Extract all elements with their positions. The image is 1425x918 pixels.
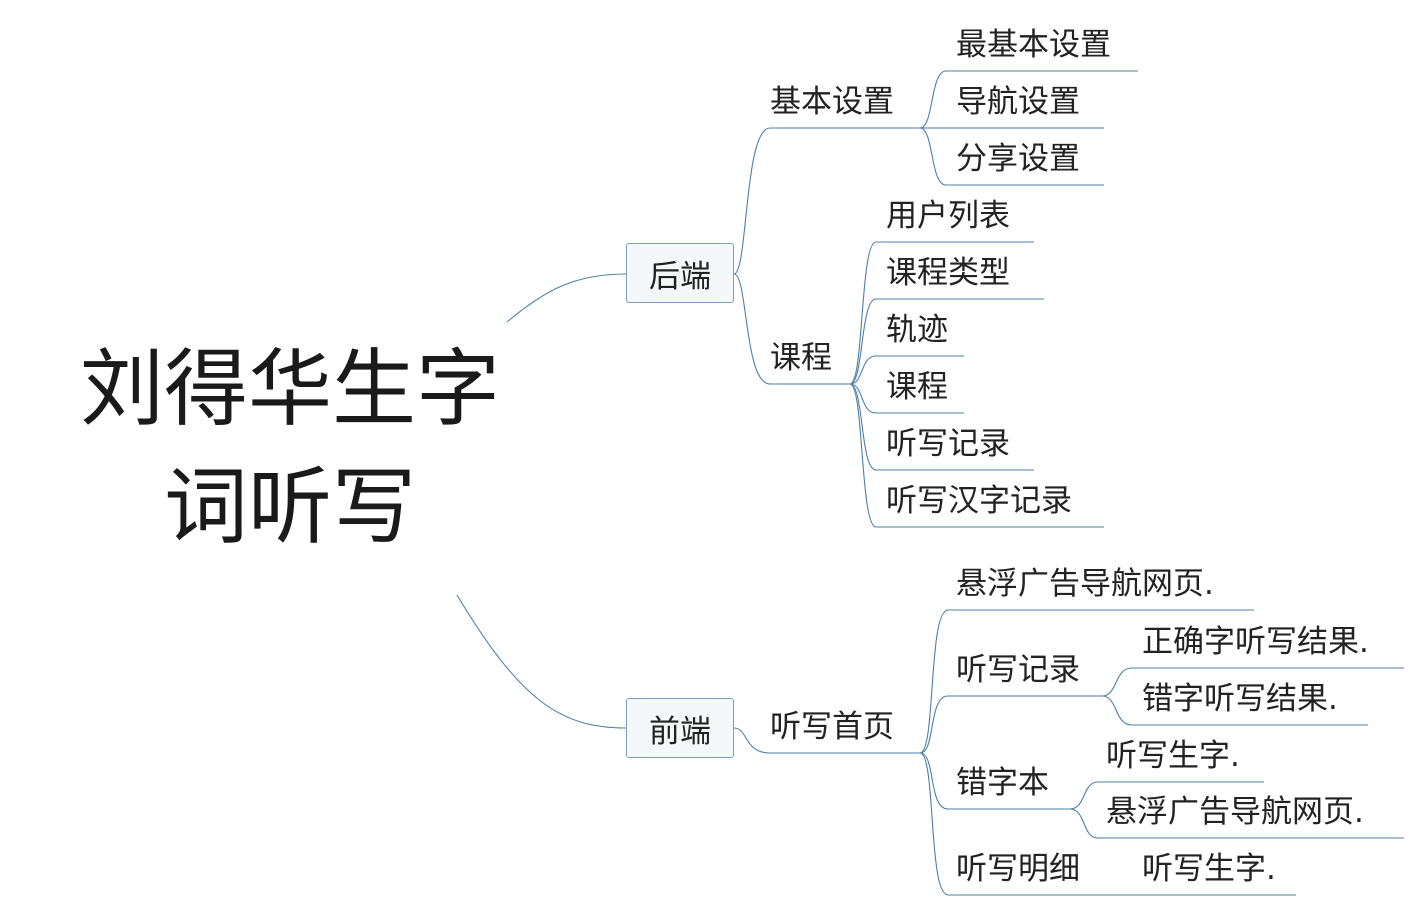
topic-basic-item[interactable]: 导航设置 <box>956 84 1080 120</box>
topic-basic-settings[interactable]: 基本设置 <box>770 84 894 120</box>
topic-course-item[interactable]: 课程类型 <box>886 255 1010 291</box>
link-wrongbook-item-1 <box>1069 781 1264 810</box>
topic-dictation-records[interactable]: 听写记录 <box>956 652 1080 688</box>
topic-dictation-home[interactable]: 听写首页 <box>770 709 894 745</box>
link-home-records <box>919 695 1102 754</box>
link-course-item-1 <box>849 241 1034 385</box>
link-home-wrongbook <box>919 752 1070 810</box>
link-root-backend <box>506 273 627 323</box>
link-records-item-2 <box>1101 695 1368 726</box>
link-course-item-3 <box>849 355 964 385</box>
topic-course-item[interactable]: 用户列表 <box>886 198 1010 234</box>
link-backend-course <box>733 273 850 385</box>
link-home-ad <box>919 609 1254 754</box>
link-basic-item-3 <box>919 127 1104 186</box>
branch-backend[interactable]: 后端 <box>626 243 734 303</box>
link-course-item-2 <box>849 298 1044 385</box>
link-records-item-1 <box>1101 667 1404 697</box>
topic-floating-ad[interactable]: 悬浮广告导航网页. <box>956 566 1214 602</box>
topic-detail-item[interactable]: 听写生字. <box>1142 851 1276 887</box>
link-course-item-4 <box>849 383 964 414</box>
link-frontend-home <box>733 727 920 754</box>
link-home-detail <box>919 752 1104 896</box>
topic-course-item[interactable]: 听写记录 <box>886 426 1010 462</box>
topic-course-item[interactable]: 轨迹 <box>886 312 948 348</box>
central-topic-line-1: 刘得华生字 <box>79 340 500 438</box>
link-root-frontend <box>456 594 627 729</box>
link-course-item-5 <box>849 383 1034 471</box>
topic-records-item[interactable]: 错字听写结果. <box>1142 681 1338 717</box>
central-topic-line-2: 词听写 <box>163 458 416 556</box>
topic-basic-item[interactable]: 最基本设置 <box>956 27 1111 63</box>
topic-course-item[interactable]: 听写汉字记录 <box>886 483 1072 519</box>
topic-wrongbook-item[interactable]: 悬浮广告导航网页. <box>1106 794 1364 830</box>
topic-course-item[interactable]: 课程 <box>886 369 948 405</box>
topic-dictation-detail[interactable]: 听写明细 <box>956 851 1080 887</box>
topic-course[interactable]: 课程 <box>770 340 832 376</box>
link-course-item-6 <box>849 383 1104 528</box>
central-topic[interactable]: 刘得华生字 词听写 <box>30 330 550 566</box>
topic-basic-item[interactable]: 分享设置 <box>956 141 1080 177</box>
link-wrongbook-item-2 <box>1069 808 1404 839</box>
topic-wrong-word-book[interactable]: 错字本 <box>956 765 1049 801</box>
topic-records-item[interactable]: 正确字听写结果. <box>1142 624 1369 660</box>
link-basic-item-1 <box>919 70 1138 129</box>
branch-frontend[interactable]: 前端 <box>626 698 734 758</box>
topic-wrongbook-item[interactable]: 听写生字. <box>1106 738 1240 774</box>
link-backend-basic <box>733 127 920 275</box>
